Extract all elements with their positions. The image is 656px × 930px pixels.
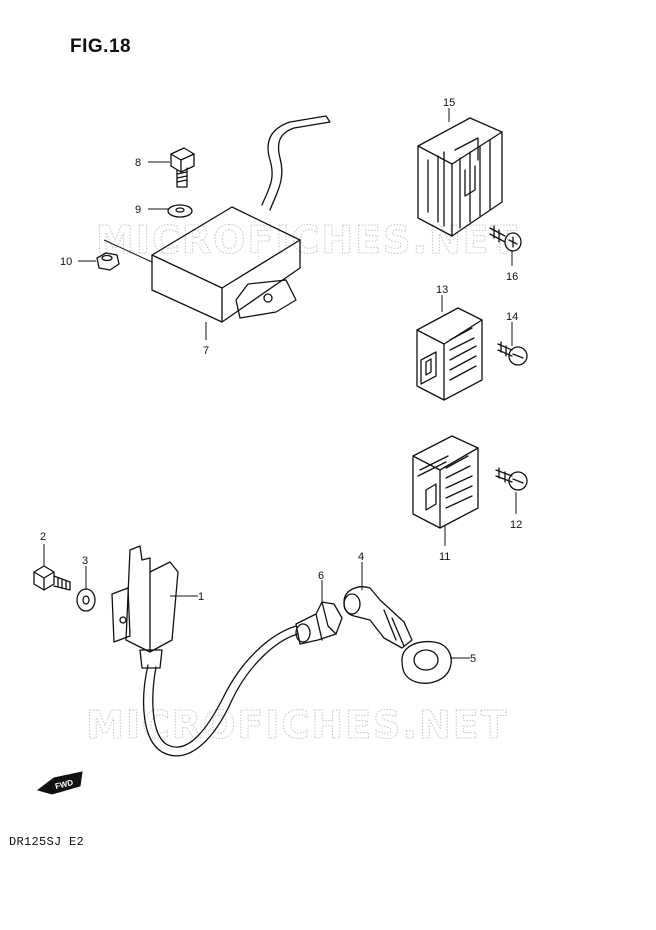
- callout-10: 10: [60, 256, 72, 268]
- leader-lines: [43, 108, 517, 659]
- callout-7: 7: [203, 345, 209, 357]
- callout-11: 11: [439, 551, 450, 563]
- screw-part-14: [497, 341, 528, 366]
- screw-part-16: [489, 225, 522, 252]
- fwd-arrow-icon: FWD: [36, 771, 83, 795]
- watermark-bottom: MICROFICHES.NET: [86, 703, 509, 747]
- callout-15: 15: [443, 97, 455, 109]
- callout-9: 9: [135, 204, 141, 216]
- nut-part-10: [96, 252, 120, 271]
- regulator-part-15: [417, 117, 503, 237]
- bolt-part-2: [33, 565, 71, 591]
- callouts: 1 2 3 4 5 6 7 8 9 10 11 12 13 14 15 16: [40, 97, 522, 665]
- callout-13: 13: [436, 284, 448, 296]
- callout-8: 8: [135, 157, 141, 169]
- cdi-unit-part-7: [151, 115, 331, 323]
- callout-5: 5: [470, 653, 476, 665]
- callout-14: 14: [506, 311, 518, 323]
- callout-12: 12: [510, 519, 522, 531]
- bolt-part-8: [170, 147, 195, 188]
- callout-3: 3: [82, 555, 88, 567]
- screw-part-12: [495, 467, 528, 491]
- ignition-coil-part-1: [111, 545, 299, 757]
- washer-part-9: [167, 204, 193, 218]
- callout-4: 4: [358, 551, 364, 563]
- watermark-top: MICROFICHES.NET: [96, 218, 519, 262]
- rubber-boot-part-5: [401, 640, 452, 684]
- fwd-label: FWD: [54, 778, 74, 791]
- regulator-part-13: [416, 307, 483, 401]
- regulator-part-11: [412, 435, 479, 529]
- callout-16: 16: [506, 271, 518, 283]
- model-code: DR125SJ E2: [9, 835, 85, 849]
- grommet-part-6: [295, 601, 343, 645]
- washer-part-3: [76, 588, 96, 612]
- figure-title: FIG.18: [70, 36, 132, 57]
- callout-1: 1: [198, 591, 204, 603]
- callout-2: 2: [40, 531, 46, 543]
- callout-6: 6: [318, 570, 324, 582]
- spark-plug-cap-part-4: [343, 586, 413, 649]
